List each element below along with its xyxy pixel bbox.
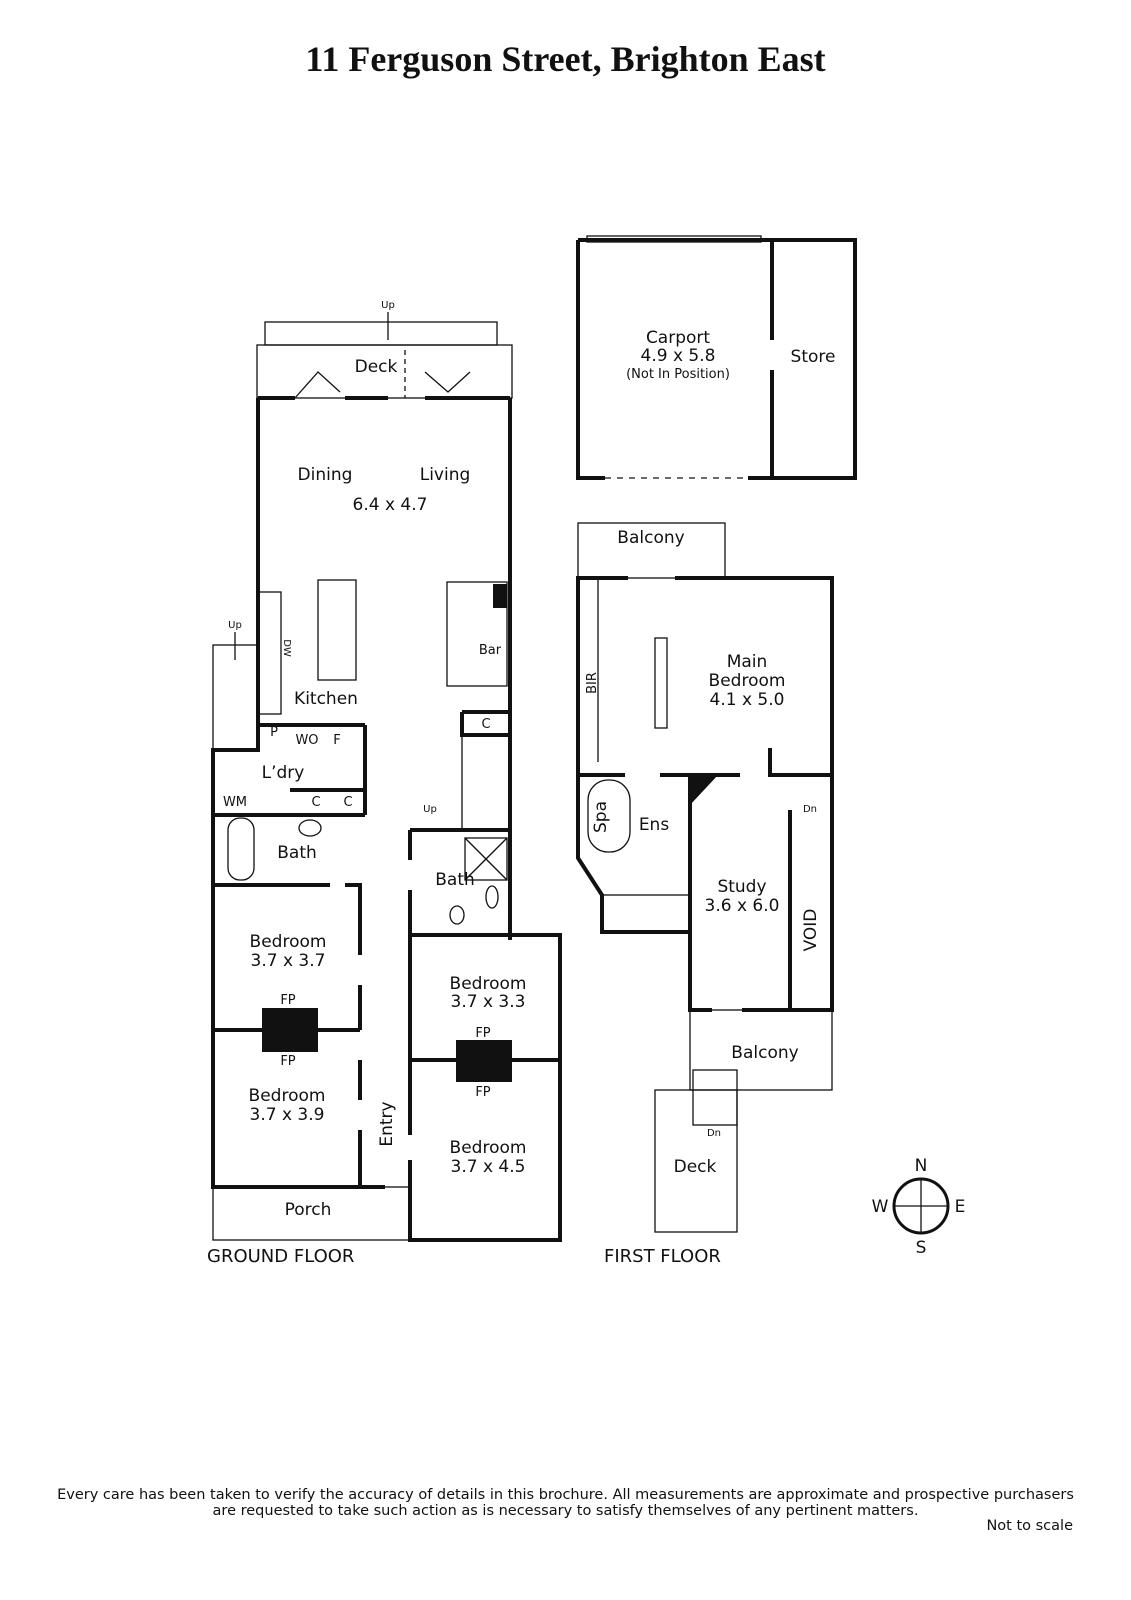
ground-floor-plan	[211, 312, 562, 1242]
label-cupboard: C	[481, 717, 490, 732]
label-bedroom-dim: 3.7 x 3.9	[250, 1105, 325, 1125]
label-bath: Bath	[277, 843, 317, 863]
label-balcony: Balcony	[731, 1043, 798, 1063]
label-laundry: L’dry	[262, 763, 305, 783]
label-bedroom-dim: 3.7 x 3.7	[251, 951, 326, 971]
labels: Up Deck Dining Living 6.4 x 4.7 Up Kitch…	[207, 300, 835, 1267]
label-void: VOID	[801, 909, 821, 952]
disclaimer-line: Every care has been taken to verify the …	[57, 1487, 1074, 1503]
label-bedroom: Bedroom	[249, 1086, 326, 1106]
label-fridge: F	[333, 733, 340, 748]
label-spa: Spa	[591, 801, 611, 833]
compass-icon: N S E W	[872, 1156, 966, 1258]
label-dn: Dn	[707, 1128, 721, 1139]
label-bath: Bath	[435, 870, 475, 890]
label-bedroom: Bedroom	[450, 1138, 527, 1158]
disclaimer-line: are requested to take such action as is …	[212, 1503, 919, 1519]
property-title: 11 Ferguson Street, Brighton East	[305, 39, 826, 79]
compass-s: S	[916, 1238, 927, 1258]
label-bedroom-dim: 3.7 x 3.3	[451, 992, 526, 1012]
label-study-dim: 3.6 x 6.0	[705, 896, 780, 916]
label-cupboard: C	[343, 795, 352, 810]
first-floor-label: FIRST FLOOR	[604, 1246, 721, 1267]
label-store: Store	[791, 347, 836, 367]
disclaimer: Every care has been taken to verify the …	[0, 1487, 1131, 1519]
label-deck: Deck	[674, 1157, 717, 1177]
label-entry: Entry	[377, 1101, 397, 1146]
first-floor-plan	[576, 235, 857, 1233]
label-porch: Porch	[285, 1200, 332, 1220]
label-dining: Dining	[298, 465, 353, 485]
compass-e: E	[955, 1197, 966, 1217]
label-ens: Ens	[639, 815, 670, 835]
label-carport-dim: 4.9 x 5.8	[641, 346, 716, 366]
label-main-bedroom-dim: 4.1 x 5.0	[710, 690, 785, 710]
label-wm: WM	[223, 795, 247, 810]
label-living-dim: 6.4 x 4.7	[353, 495, 428, 515]
label-bar: Bar	[479, 643, 502, 658]
label-main-bedroom: Bedroom	[709, 671, 786, 691]
compass-w: W	[872, 1197, 889, 1217]
label-bedroom: Bedroom	[450, 974, 527, 994]
compass-n: N	[915, 1156, 928, 1176]
label-deck: Deck	[355, 357, 398, 377]
label-wo: WO	[295, 733, 318, 748]
label-living: Living	[420, 465, 471, 485]
label-carport: Carport	[646, 328, 710, 348]
label-pantry: P	[270, 725, 278, 740]
label-kitchen: Kitchen	[294, 689, 358, 709]
label-dw: DW	[281, 639, 292, 657]
label-dn: Dn	[803, 804, 817, 815]
label-bir: BIR	[585, 672, 600, 694]
ground-floor-label: GROUND FLOOR	[207, 1246, 354, 1267]
not-to-scale-note: Not to scale	[986, 1518, 1073, 1534]
label-fp: FP	[475, 1085, 490, 1100]
label-main: Main	[727, 652, 768, 672]
label-fp: FP	[475, 1026, 490, 1041]
label-cupboard: C	[311, 795, 320, 810]
label-fp: FP	[280, 1054, 295, 1069]
label-bedroom: Bedroom	[250, 932, 327, 952]
label-up-stairs: Up	[423, 804, 437, 815]
label-carport-note: (Not In Position)	[626, 367, 730, 382]
label-up: Up	[381, 300, 395, 311]
label-bedroom-dim: 3.7 x 4.5	[451, 1157, 526, 1177]
label-balcony: Balcony	[617, 528, 684, 548]
label-up-side: Up	[228, 620, 242, 631]
label-study: Study	[717, 877, 766, 897]
label-fp: FP	[280, 993, 295, 1008]
